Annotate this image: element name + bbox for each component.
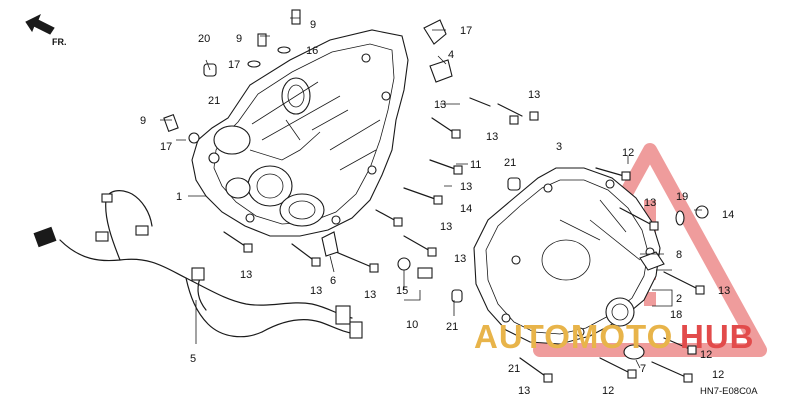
leader-lines (160, 17, 702, 369)
callout-label: 17 (228, 59, 240, 71)
callout-label: 21 (208, 95, 220, 107)
callout-label: 12 (712, 369, 724, 381)
callout-label: 12 (622, 147, 634, 159)
front-direction-label: FR. (52, 37, 67, 47)
callout-label: 4 (448, 49, 454, 61)
callout-label: 7 (640, 363, 646, 375)
callout-label: 6 (330, 275, 336, 287)
callout-label: 13 (364, 289, 376, 301)
callout-label: 5 (190, 353, 196, 365)
callout-label: 18 (670, 309, 682, 321)
callout-label: 21 (508, 363, 520, 375)
callout-label: 20 (198, 33, 210, 45)
callout-label: 13 (644, 197, 656, 209)
callout-label: 12 (700, 349, 712, 361)
callout-label: 1 (176, 191, 182, 203)
callout-label: 21 (446, 321, 458, 333)
callout-label: 21 (504, 157, 516, 169)
callout-labels: 1 2 3 4 5 6 7 8 9 9 9 10 11 12 12 12 12 … (140, 19, 734, 397)
callout-label: 2 (676, 293, 682, 305)
callout-label: 13 (518, 385, 530, 397)
callout-label: 8 (676, 249, 682, 261)
watermark-text-primary: AUTOMOTO (474, 318, 673, 355)
watermark-text-secondary: HUB (680, 318, 755, 355)
small-parts (163, 9, 709, 360)
callout-label: 13 (310, 285, 322, 297)
callout-label: 14 (460, 203, 472, 215)
callout-label: 16 (306, 45, 318, 57)
callout-label: 19 (676, 191, 688, 203)
callout-label: 13 (486, 131, 498, 143)
callout-label: 13 (440, 221, 452, 233)
callout-label: 12 (602, 385, 614, 397)
wire-harness (33, 190, 363, 339)
callout-label: 13 (460, 181, 472, 193)
callout-label: 13 (528, 89, 540, 101)
callout-label: 17 (460, 25, 472, 37)
callout-label: 13 (718, 285, 730, 297)
callout-label: 17 (160, 141, 172, 153)
diagram-code-label: HN7-E08C0A (700, 386, 758, 397)
front-direction-arrow-icon (25, 13, 55, 35)
callout-label: 3 (556, 141, 562, 153)
callout-label: 13 (434, 99, 446, 111)
callout-label: 15 (396, 285, 408, 297)
bolt-set (223, 97, 705, 383)
callout-label: 9 (310, 19, 316, 31)
callout-label: 11 (470, 159, 481, 171)
callout-label: 13 (240, 269, 252, 281)
callout-label: 9 (236, 33, 242, 45)
callout-label: 10 (406, 319, 418, 331)
callout-label: 13 (454, 253, 466, 265)
crankcase-cover-left (191, 29, 409, 237)
callout-label: 14 (722, 209, 734, 221)
callout-label: 9 (140, 115, 146, 127)
